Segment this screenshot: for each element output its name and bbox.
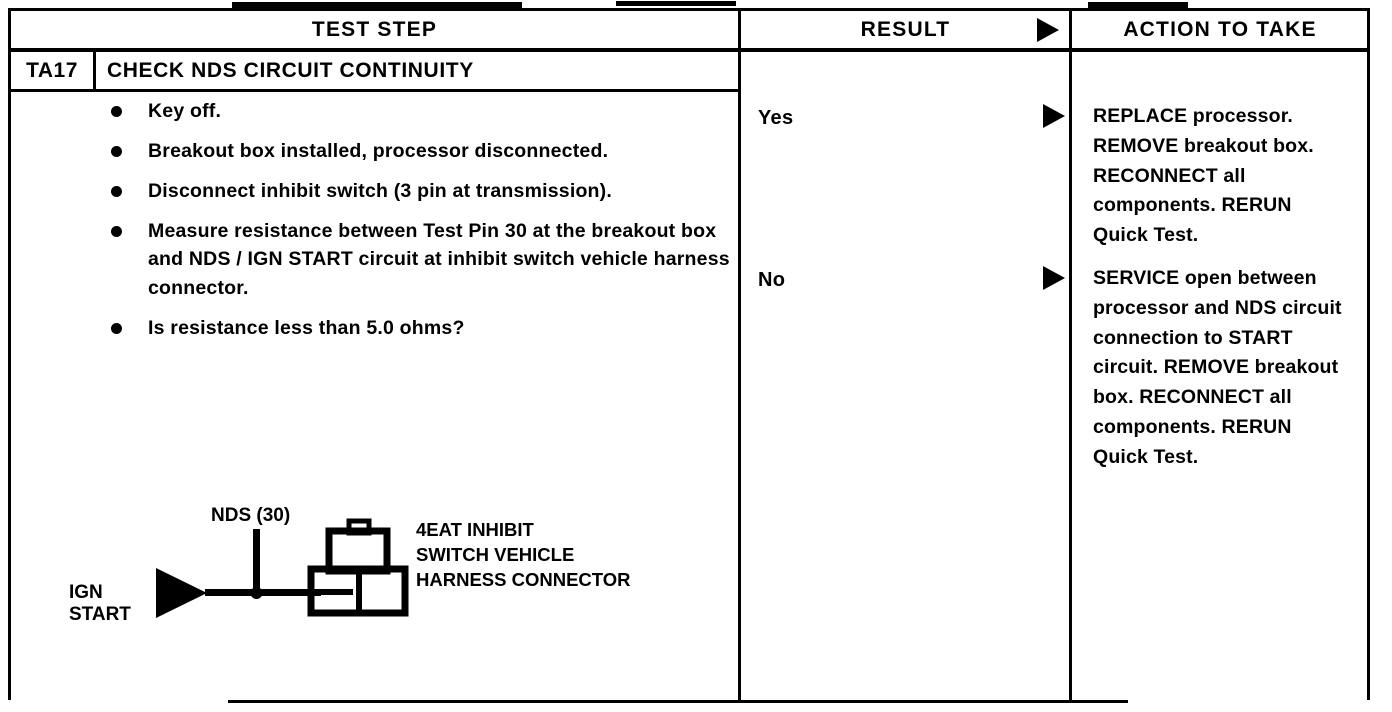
bullet-icon [111, 106, 122, 117]
action-column: REPLACE processor. REMOVE breakout box. … [1073, 52, 1367, 700]
list-item-text: Disconnect inhibit switch (3 pin at tran… [148, 179, 612, 202]
label-ign: IGN [69, 582, 103, 603]
list-item: Key off. [11, 97, 738, 126]
triangle-right-icon [1043, 104, 1065, 128]
column-separator-result-action [1069, 11, 1072, 700]
diagnostic-table: TEST STEP RESULT ACTION TO TAKE TA17 CHE… [8, 8, 1370, 700]
result-no: No [758, 269, 786, 291]
junction-dot [250, 587, 263, 599]
circuit-schematic: IGN START NDS (30) [11, 481, 738, 651]
list-item: Measure resistance between Test Pin 30 a… [11, 217, 738, 304]
column-header-action-to-take: ACTION TO TAKE [1123, 17, 1317, 41]
action-for-yes: REPLACE processor. REMOVE breakout box. … [1093, 105, 1314, 247]
connector-label-line2: SWITCH VEHICLE [416, 544, 574, 565]
triangle-right-icon [1037, 17, 1059, 42]
scan-artifact-bottom [228, 697, 1128, 703]
test-step-list: Key off. Breakout box installed, process… [11, 97, 738, 354]
table-header-row: TEST STEP RESULT ACTION TO TAKE [11, 11, 1367, 48]
list-item-text: Measure resistance between Test Pin 30 a… [148, 219, 730, 300]
step-id-divider [93, 52, 96, 89]
step-title: CHECK NDS CIRCUIT CONTINUITY [107, 58, 474, 82]
wire-horizontal [205, 589, 321, 596]
connector-cap [325, 527, 391, 575]
connector-label-line1: 4EAT INHIBIT [416, 519, 535, 540]
source-triangle-icon [156, 568, 207, 618]
column-separator-test-result [738, 11, 741, 700]
result-column: Yes No [742, 52, 1069, 700]
connector-tab [346, 518, 372, 536]
bullet-icon [111, 225, 122, 237]
label-nds-pin: NDS (30) [211, 505, 290, 526]
wire-vertical-nds [253, 529, 260, 593]
step-title-divider [11, 89, 738, 92]
list-item: Breakout box installed, processor discon… [11, 137, 738, 166]
step-id-row: TA17 CHECK NDS CIRCUIT CONTINUITY [11, 52, 738, 89]
bullet-icon [111, 185, 122, 197]
scan-artifact [1088, 2, 1188, 8]
column-header-result: RESULT [742, 11, 1069, 48]
list-item: Is resistance less than 5.0 ohms? [11, 314, 738, 343]
list-item: Disconnect inhibit switch (3 pin at tran… [11, 177, 738, 206]
list-item-text: Key off. [148, 100, 222, 122]
action-for-no: SERVICE open between processor and NDS c… [1093, 267, 1342, 468]
column-header-test-step: TEST STEP [311, 17, 438, 41]
triangle-right-icon [1043, 266, 1065, 290]
connector-label-line3: HARNESS CONNECTOR [416, 569, 630, 590]
list-item-text: Breakout box installed, processor discon… [148, 139, 609, 162]
connector-pin-stub [311, 589, 353, 595]
scan-artifact [616, 1, 736, 6]
list-item-text: Is resistance less than 5.0 ohms? [148, 317, 465, 340]
column-header-result-label: RESULT [860, 17, 951, 41]
connector-cell-divider [356, 569, 362, 613]
label-start: START [69, 604, 131, 625]
bullet-icon [111, 323, 122, 335]
schematic-svg: IGN START NDS (30) [69, 505, 630, 625]
header-divider [11, 48, 1367, 52]
result-yes: Yes [758, 107, 794, 129]
scan-artifact [232, 2, 522, 8]
step-id: TA17 [26, 58, 78, 82]
bullet-icon [111, 145, 122, 157]
